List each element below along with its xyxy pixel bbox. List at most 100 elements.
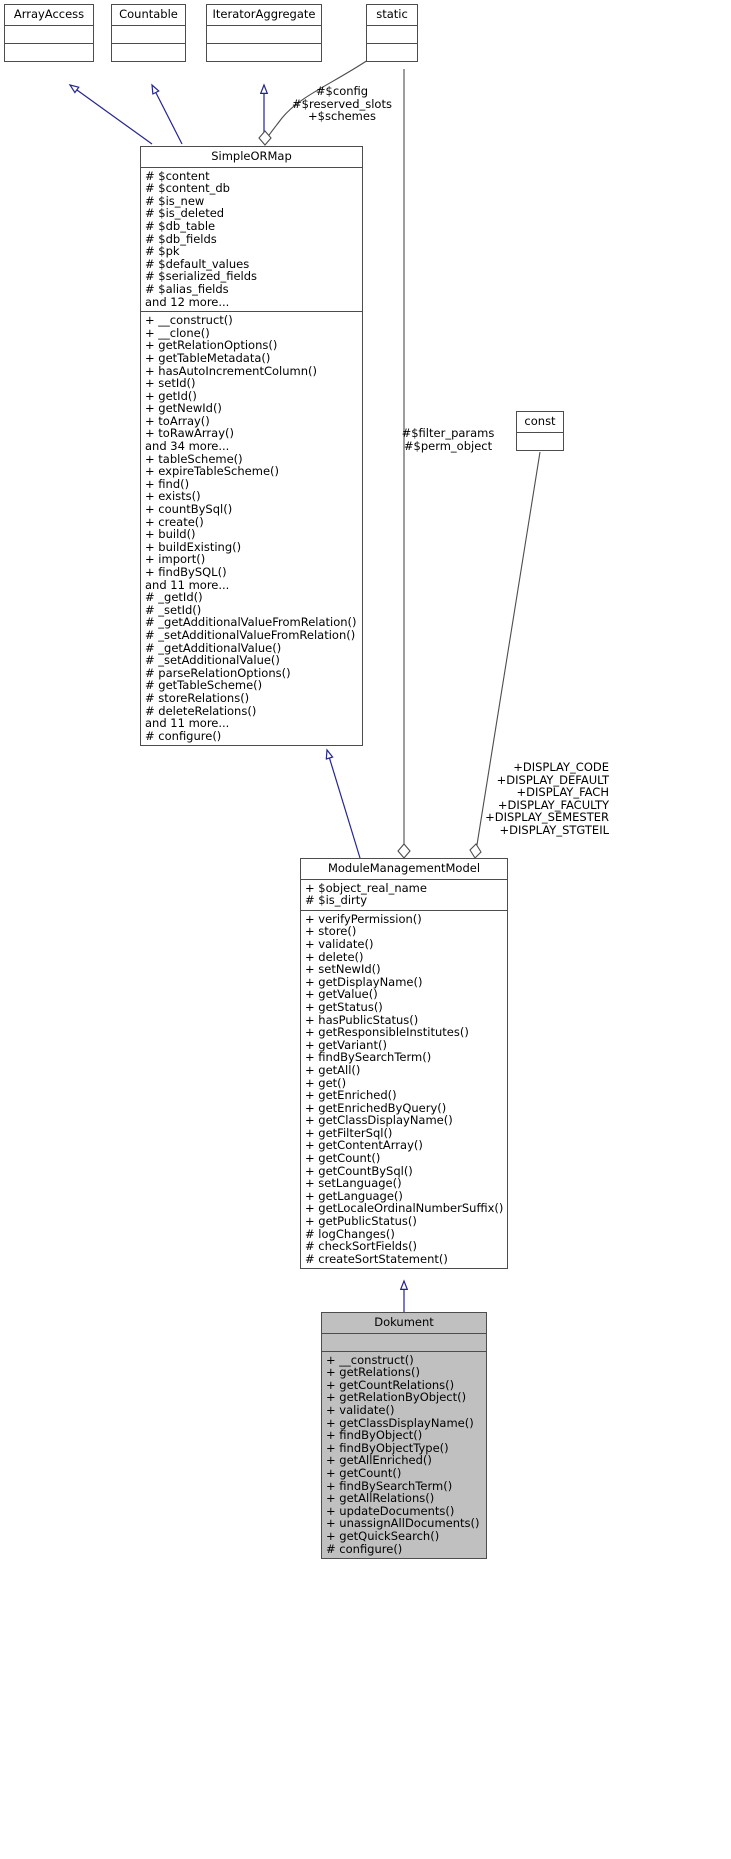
methods-compartment: + verifyPermission()+ store()+ validate(…	[301, 911, 507, 1269]
class-member-row: + validate()	[305, 936, 374, 951]
class-member-row: # _getAdditionalValueFromRelation()	[145, 615, 357, 630]
class-box-simpleormap[interactable]: SimpleORMap # $content# $content_db# $is…	[140, 146, 363, 747]
class-member-row: + getLanguage()	[305, 1188, 403, 1203]
class-name: IteratorAggregate	[207, 5, 321, 26]
class-member-row: # $default_values	[145, 256, 250, 271]
methods-compartment	[5, 44, 93, 61]
attributes-compartment: # $content# $content_db# $is_new# $is_de…	[141, 168, 362, 313]
class-member-row: + findByObjectType()	[326, 1440, 449, 1455]
class-member-row: + getAllRelations()	[326, 1491, 435, 1506]
class-member-row: # $db_table	[145, 218, 216, 233]
edge-label-static-simpleormap: #$config #$reserved_slots +$schemes	[292, 84, 392, 124]
class-box-modulemanagementmodel[interactable]: ModuleManagementModel + $object_real_nam…	[300, 858, 508, 1270]
class-member-row: + __clone()	[145, 325, 210, 340]
edge-static-modulemanagementmodel	[397, 69, 411, 859]
class-member-row: + updateDocuments()	[326, 1503, 455, 1518]
class-box-countable[interactable]: Countable	[111, 4, 186, 62]
class-member-row: + findBySearchTerm()	[326, 1478, 453, 1493]
class-member-row: + find()	[145, 476, 190, 491]
class-member-row: + getVariant()	[305, 1037, 387, 1052]
methods-compartment	[207, 44, 321, 61]
class-member-row: + getDisplayName()	[305, 974, 423, 989]
class-member-row: + getStatus()	[305, 999, 383, 1014]
class-member-row: + hasPublicStatus()	[305, 1012, 419, 1027]
edge-modulemanagementmodel-simpleormap	[327, 750, 361, 859]
class-member-row: + getClassDisplayName()	[305, 1113, 453, 1128]
class-member-row: # $pk	[145, 244, 180, 259]
class-member-row: + __construct()	[145, 313, 233, 328]
class-member-row: + get()	[305, 1075, 347, 1090]
class-member-row: + getCountBySql()	[305, 1163, 413, 1178]
class-name: ModuleManagementModel	[301, 859, 507, 880]
class-member-row: # getTableScheme()	[145, 678, 263, 693]
class-member-row: and 11 more...	[145, 577, 230, 592]
class-member-row: # $alias_fields	[145, 281, 229, 296]
class-member-row: + getNewId()	[145, 401, 222, 416]
class-member-row: + getCount()	[305, 1151, 381, 1166]
attributes-compartment	[517, 433, 563, 450]
attributes-compartment: + $object_real_name# $is_dirty	[301, 880, 507, 911]
edge-label-const-modulemanagementmodel: +DISPLAY_CODE +DISPLAY_DEFAULT +DISPLAY_…	[485, 760, 609, 837]
class-member-row: + getFilterSql()	[305, 1125, 393, 1140]
class-member-row: + delete()	[305, 949, 364, 964]
class-member-row: + getValue()	[305, 987, 378, 1002]
class-member-row: # logChanges()	[305, 1226, 395, 1241]
attributes-compartment	[207, 26, 321, 44]
class-member-row: # deleteRelations()	[145, 703, 257, 718]
class-member-row: + getEnriched()	[305, 1088, 397, 1103]
class-member-row: # _setId()	[145, 602, 202, 617]
class-member-row: # _setAdditionalValueFromRelation()	[145, 627, 356, 642]
class-box-dokument[interactable]: Dokument + __construct()+ getRelations()…	[321, 1312, 487, 1560]
class-member-row: + getId()	[145, 388, 197, 403]
class-member-row: + setLanguage()	[305, 1176, 402, 1191]
class-member-row: + findByObject()	[326, 1428, 423, 1443]
methods-compartment: + __construct()+ __clone()+ getRelationO…	[141, 312, 362, 745]
class-member-row: + getRelationOptions()	[145, 338, 278, 353]
class-member-row: + unassignAllDocuments()	[326, 1516, 480, 1531]
class-member-row: + getRelations()	[326, 1365, 420, 1380]
class-box-arrayaccess[interactable]: ArrayAccess	[4, 4, 94, 62]
class-member-row: + setNewId()	[305, 962, 381, 977]
class-member-row: # $is_new	[145, 193, 205, 208]
class-member-row: + getCountRelations()	[326, 1377, 455, 1392]
class-member-row: # parseRelationOptions()	[145, 665, 291, 680]
class-member-row: # createSortStatement()	[305, 1251, 448, 1266]
methods-compartment	[367, 44, 417, 61]
class-member-row: + getEnrichedByQuery()	[305, 1100, 447, 1115]
class-member-row: + verifyPermission()	[305, 911, 422, 926]
class-member-row: # $content	[145, 168, 210, 183]
class-member-row: + validate()	[326, 1402, 395, 1417]
class-member-row: # checkSortFields()	[305, 1239, 418, 1254]
class-member-row: + findBySQL()	[145, 565, 227, 579]
class-member-row: # $is_dirty	[305, 893, 368, 908]
class-member-row: + countBySql()	[145, 502, 233, 517]
class-member-row: + exists()	[145, 489, 201, 504]
class-member-row: + expireTableScheme()	[145, 464, 279, 479]
class-member-row: + build()	[145, 527, 196, 542]
class-name: ArrayAccess	[5, 5, 93, 26]
class-box-iteratoraggregate[interactable]: IteratorAggregate	[206, 4, 322, 62]
class-name: Dokument	[322, 1313, 486, 1334]
class-member-row: # $serialized_fields	[145, 269, 258, 284]
class-member-row: # configure()	[145, 728, 222, 743]
class-name: Countable	[112, 5, 185, 26]
attributes-compartment	[112, 26, 185, 44]
class-member-row: + create()	[145, 514, 204, 529]
class-member-row: # storeRelations()	[145, 690, 250, 705]
attributes-compartment	[5, 26, 93, 44]
class-member-row: + getCount()	[326, 1465, 402, 1480]
class-member-row: + toArray()	[145, 413, 210, 428]
class-box-static[interactable]: static	[366, 4, 418, 62]
class-member-row: + getClassDisplayName()	[326, 1415, 474, 1430]
class-box-const[interactable]: const	[516, 411, 564, 451]
class-member-row: + getLocaleOrdinalNumberSuffix()	[305, 1201, 504, 1216]
edge-simpleormap-arrayaccess	[70, 85, 153, 145]
class-member-row: + getTableMetadata()	[145, 350, 271, 365]
class-member-row: + getRelationByObject()	[326, 1390, 467, 1405]
class-member-row: + findBySearchTerm()	[305, 1050, 432, 1065]
class-member-row: + getAll()	[305, 1062, 361, 1077]
class-member-row: and 34 more...	[145, 439, 230, 454]
class-member-row: + toRawArray()	[145, 426, 234, 441]
class-member-row: + setId()	[145, 376, 196, 391]
